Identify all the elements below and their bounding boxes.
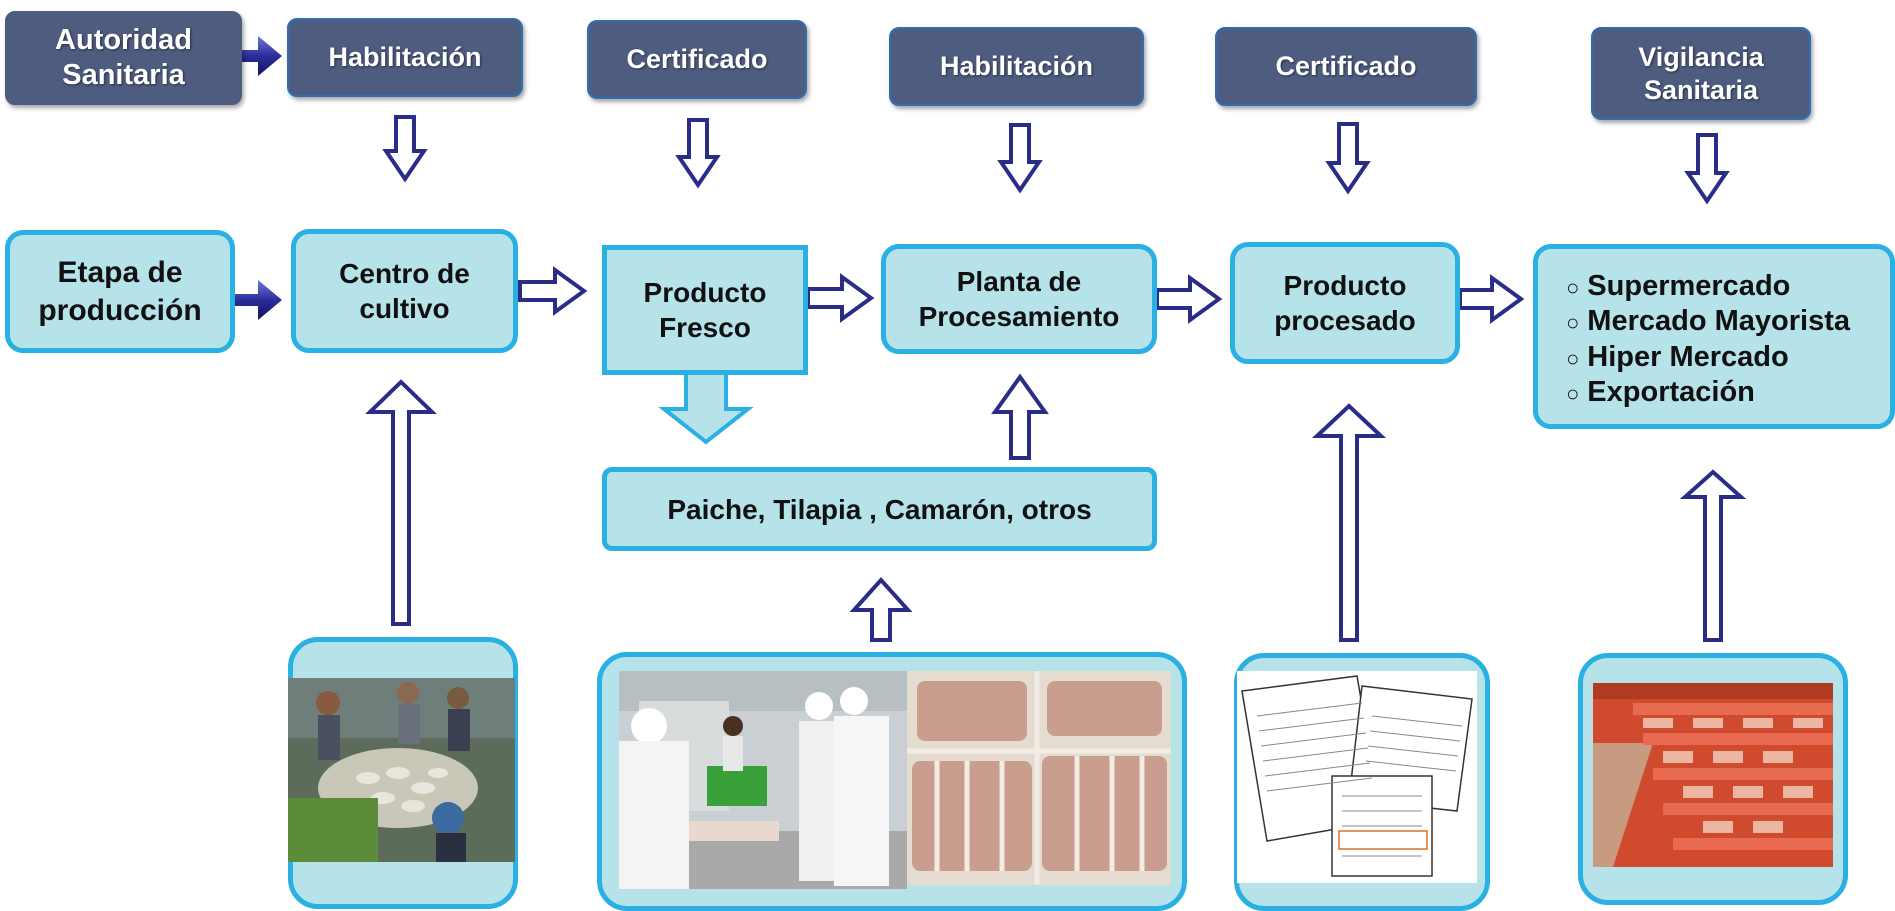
up-arrow-certificates — [1311, 403, 1387, 642]
up-arrow-species-planta — [991, 373, 1049, 460]
right-arrow-planta-procesado — [1155, 274, 1223, 324]
mercado-item: Supermercado — [1566, 269, 1850, 304]
habilitacion-box-1: Habilitación — [287, 18, 523, 97]
right-arrow-cultivo-fresco — [518, 266, 588, 316]
producto-procesado-box: Producto procesado — [1230, 242, 1460, 364]
mercados-box: Supermercado Mercado Mayorista Hiper Mer… — [1533, 244, 1895, 429]
autoridad-sanitaria-box: Autoridad Sanitaria — [5, 11, 242, 105]
down-arrow-vigilancia — [1684, 133, 1730, 205]
solid-arrow-production — [218, 280, 282, 320]
habilitacion-label-2: Habilitación — [939, 51, 1094, 82]
solid-arrow-authority — [218, 36, 282, 76]
down-arrow-habilitacion-1 — [382, 115, 428, 183]
fish-harvest-photo — [288, 678, 515, 862]
fresco-line2: Fresco — [659, 312, 751, 343]
habilitacion-label-1: Habilitación — [328, 42, 482, 73]
cultivo-line2: cultivo — [359, 293, 450, 324]
habilitacion-box-2: Habilitación — [889, 27, 1144, 106]
mercado-item: Mercado Mayorista — [1566, 304, 1850, 339]
mercado-item: Exportación — [1566, 375, 1850, 410]
planta-line2: Procesamiento — [918, 301, 1120, 332]
certificado-box-1: Certificado — [587, 20, 807, 99]
mercados-list: Supermercado Mercado Mayorista Hiper Mer… — [1566, 269, 1850, 411]
centro-cultivo-box: Centro de cultivo — [291, 229, 518, 353]
certificate-documents-photo — [1237, 671, 1477, 883]
especies-box: Paiche, Tilapia , Camarón, otros — [602, 467, 1157, 551]
procesado-line1: Producto — [1283, 270, 1407, 301]
down-arrow-fresco-species — [658, 370, 754, 445]
certificado-box-2: Certificado — [1215, 27, 1477, 106]
autoridad-line2: Sanitaria — [62, 59, 185, 91]
fish-processing-workers-photo — [619, 671, 907, 889]
vigilancia-sanitaria-box: Vigilancia Sanitaria — [1591, 27, 1811, 120]
planta-procesamiento-box: Planta de Procesamiento — [881, 244, 1157, 354]
up-arrow-processing — [849, 577, 913, 642]
producto-fresco-box: Producto Fresco — [602, 245, 808, 375]
up-arrow-supermarket — [1679, 469, 1747, 642]
produccion-line1: Etapa de — [57, 256, 183, 289]
right-arrow-fresco-planta — [806, 273, 875, 323]
procesado-line2: procesado — [1274, 305, 1416, 336]
fresco-line1: Producto — [643, 277, 767, 308]
right-arrow-procesado-mercado — [1458, 274, 1525, 324]
especies-label: Paiche, Tilapia , Camarón, otros — [667, 493, 1092, 525]
autoridad-line1: Autoridad — [55, 23, 192, 56]
mercado-item: Hiper Mercado — [1566, 340, 1850, 375]
cultivo-line1: Centro de — [339, 258, 470, 289]
supermarket-shelves-photo — [1593, 683, 1833, 867]
vigilancia-line1: Vigilancia — [1638, 41, 1764, 72]
vigilancia-line2: Sanitaria — [1643, 74, 1759, 105]
etapa-produccion-box: Etapa de producción — [5, 230, 235, 353]
down-arrow-certificado-2 — [1325, 122, 1371, 195]
up-arrow-harvest — [365, 379, 437, 626]
planta-line1: Planta de — [956, 266, 1082, 297]
down-arrow-habilitacion-2 — [997, 123, 1043, 194]
certificado-label-1: Certificado — [626, 44, 768, 75]
fish-fillets-crates-photo — [907, 671, 1171, 885]
certificado-label-2: Certificado — [1275, 51, 1417, 82]
down-arrow-certificado-1 — [675, 118, 721, 189]
produccion-line2: producción — [38, 293, 202, 327]
